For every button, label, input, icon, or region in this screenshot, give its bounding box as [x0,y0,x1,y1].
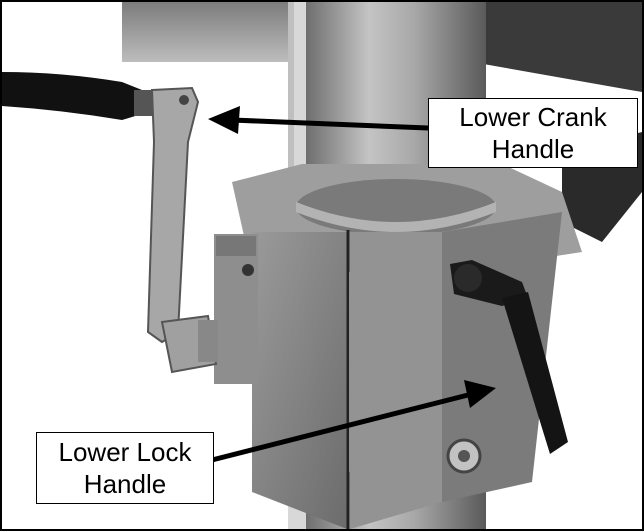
crank-handle [2,72,218,374]
lower-crank-handle-callout: Lower Crank Handle [428,98,638,168]
callout-line: Lower Crank [459,102,607,132]
callout-line: Lower Lock [58,437,192,467]
lower-lock-handle-callout: Lower Lock Handle [36,432,214,504]
callout-arrows [208,106,496,463]
table-bracket [214,212,562,529]
lock-handle [450,260,568,454]
callout-line: Handle [83,469,167,499]
callout-line: Handle [491,134,575,164]
